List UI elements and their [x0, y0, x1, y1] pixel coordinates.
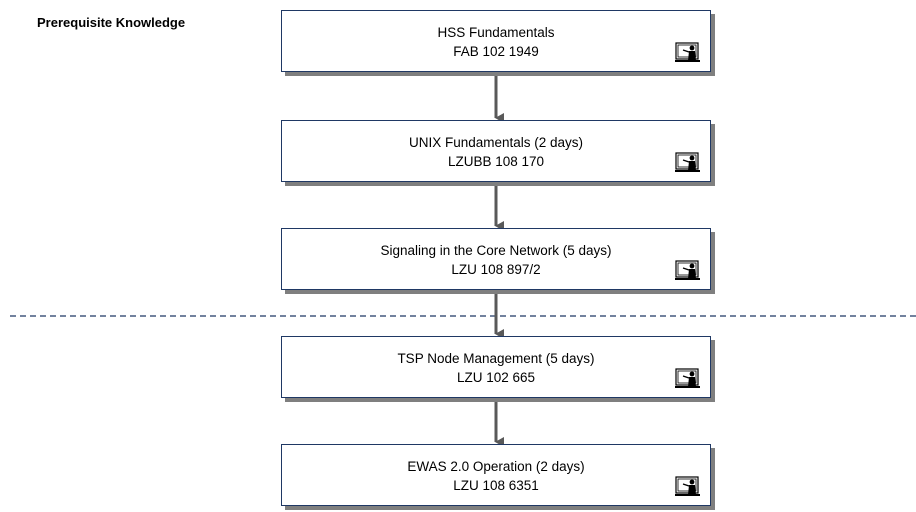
course-title: UNIX Fundamentals (2 days)	[408, 135, 584, 150]
course-code: FAB 102 1949	[453, 44, 539, 59]
course-box-tsp-node-management: TSP Node Management (5 days) LZU 102 665	[281, 336, 711, 398]
course-code: LZU 102 665	[456, 370, 536, 385]
course-box-ewas-operation: EWAS 2.0 Operation (2 days) LZU 108 6351	[281, 444, 711, 506]
instructor-led-icon	[675, 260, 700, 280]
instructor-led-icon	[675, 476, 700, 496]
course-title: HSS Fundamentals	[437, 25, 555, 40]
course-box-hss-fundamentals: HSS Fundamentals FAB 102 1949	[281, 10, 711, 72]
course-box-unix-fundamentals: UNIX Fundamentals (2 days) LZUBB 108 170	[281, 120, 711, 182]
course-box-signaling-core-network: Signaling in the Core Network (5 days) L…	[281, 228, 711, 290]
course-title: Signaling in the Core Network (5 days)	[380, 243, 612, 258]
instructor-led-icon	[675, 152, 700, 172]
course-title: EWAS 2.0 Operation (2 days)	[407, 459, 585, 474]
prerequisite-knowledge-label: Prerequisite Knowledge	[37, 15, 186, 30]
course-title: TSP Node Management (5 days)	[397, 351, 595, 366]
course-code: LZU 108 897/2	[451, 262, 541, 277]
instructor-led-icon	[675, 42, 700, 62]
instructor-led-icon	[675, 368, 700, 388]
course-code: LZU 108 6351	[453, 478, 539, 493]
course-code: LZUBB 108 170	[447, 154, 545, 169]
